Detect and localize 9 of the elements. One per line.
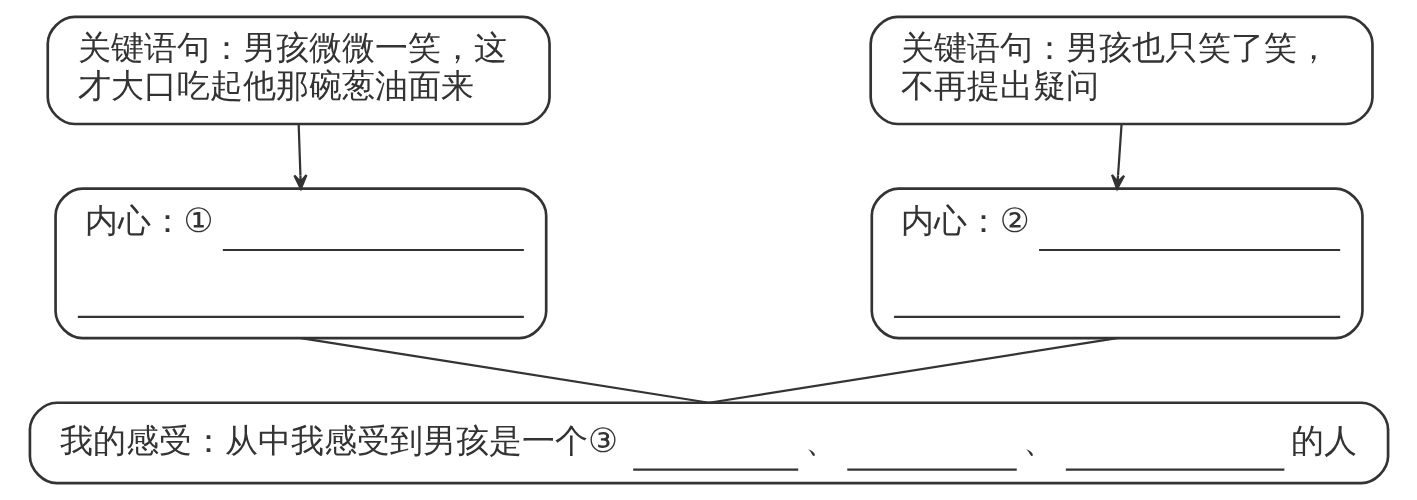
node-box: 我的感受：从中我感受到男孩是一个③ 、 、 的人 — [28, 401, 1389, 485]
node-box: 关键语句：男孩微微一笑，这才大口吃起他那碗葱油面来 — [45, 15, 551, 126]
arrow — [1110, 123, 1125, 190]
arrow — [292, 123, 308, 190]
node-box: 关键语句：男孩也只笑了笑，不再提出疑问 — [868, 15, 1374, 126]
node-box: 内心：① — [53, 187, 548, 340]
node-box: 内心：② — [869, 187, 1364, 340]
connector — [708, 337, 1117, 404]
connector — [300, 337, 709, 404]
